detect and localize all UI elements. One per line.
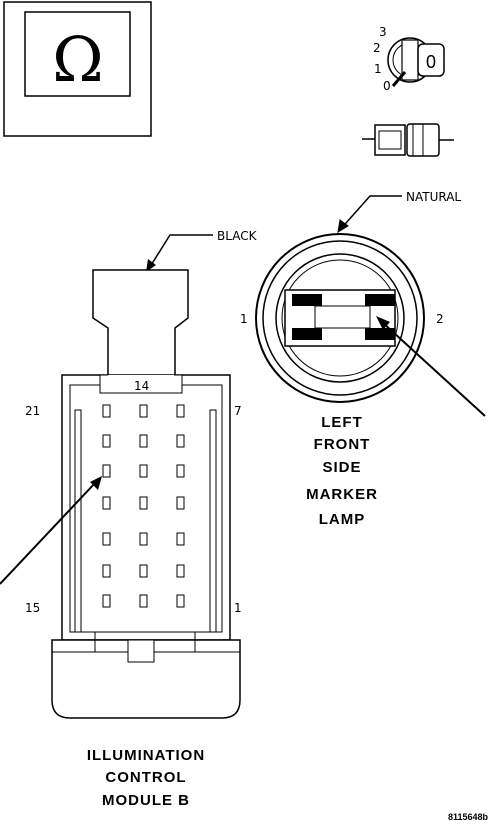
connector-a-pin-7: 7 xyxy=(234,404,242,418)
black-leader-line xyxy=(147,234,213,271)
illumination-module-connector xyxy=(51,269,241,719)
connector-b-pin-1: 1 xyxy=(240,312,248,326)
connector-a-title-line-2: CONTROL xyxy=(105,769,186,786)
ignition-position-3: 3 xyxy=(379,25,387,39)
ohmmeter-symbol: Ω xyxy=(3,1,152,137)
connector-icon xyxy=(362,123,454,157)
connector-b-pin-2: 2 xyxy=(436,312,444,326)
connector-a-color-label: BLACK xyxy=(217,229,258,243)
ohm-icon: Ω xyxy=(52,23,103,96)
connector-b-title-line-5: LAMP xyxy=(319,511,366,528)
connector-a-pin-14: 14 xyxy=(134,379,149,393)
key-label: 0 xyxy=(426,52,436,72)
marker-lamp-connector xyxy=(255,233,425,403)
connector-b-title-line-1: LEFT xyxy=(321,414,363,431)
ignition-position-1: 1 xyxy=(374,62,382,76)
connector-a-title-line-1: ILLUMINATION xyxy=(87,747,205,764)
ignition-key-icon: 3 2 1 0 0 xyxy=(373,25,445,93)
connector-a-pin-1: 1 xyxy=(234,601,242,615)
connector-b-title-line-4: MARKER xyxy=(306,486,378,503)
connector-a-pin-21: 21 xyxy=(25,404,40,418)
ignition-position-2: 2 xyxy=(373,41,381,55)
connector-b-title-line-2: FRONT xyxy=(314,436,371,453)
connector-a-pin-15: 15 xyxy=(25,601,40,615)
figure-code: 8115648b xyxy=(448,812,489,822)
natural-leader-line xyxy=(337,195,402,233)
connector-a-title-line-3: MODULE B xyxy=(102,792,190,809)
connector-b-color-label: NATURAL xyxy=(406,190,461,204)
module-arrow xyxy=(0,481,97,585)
marker-lamp-arrow xyxy=(381,321,486,417)
ignition-position-0: 0 xyxy=(383,79,391,93)
connector-b-title-line-3: SIDE xyxy=(322,459,361,476)
